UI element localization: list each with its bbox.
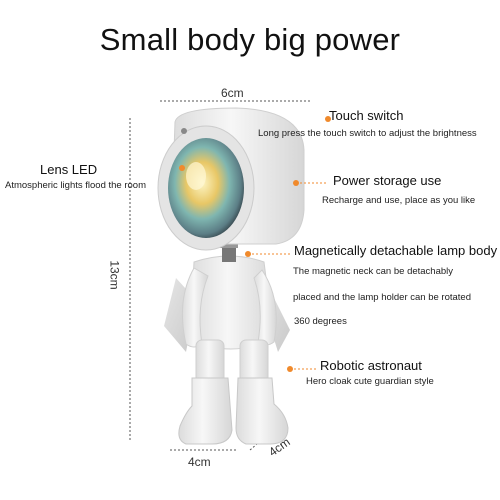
page-title: Small body big power xyxy=(99,22,401,57)
feature-desc-power-storage: Recharge and use, place as you like xyxy=(322,195,476,206)
dot-lens-led xyxy=(179,165,185,171)
callout-leaders xyxy=(248,182,326,370)
magnetic-neck xyxy=(222,246,236,262)
feature-desc-touch-switch: Long press the touch switch to adjust th… xyxy=(258,128,477,139)
boot-right xyxy=(235,377,289,445)
height-dim-label: 13cm xyxy=(107,260,122,290)
feature-desc-magnetic-line2: placed and the lamp holder can be rotate… xyxy=(293,292,471,303)
dot-touch-switch xyxy=(325,116,331,122)
feature-title-touch-switch: Touch switch xyxy=(329,108,404,123)
width-dim-label: 6cm xyxy=(221,86,244,100)
feature-title-power-storage: Power storage use xyxy=(333,173,442,188)
base-width-dim-label: 4cm xyxy=(188,455,211,469)
lens-led xyxy=(168,138,244,238)
feature-desc-astronaut: Hero cloak cute guardian style xyxy=(306,376,434,387)
feature-desc-magnetic-line1: The magnetic neck can be detachably xyxy=(293,266,454,277)
touch-switch-icon xyxy=(181,128,187,134)
feature-title-astronaut: Robotic astronaut xyxy=(320,358,422,373)
feature-desc-magnetic-line3: 360 degrees xyxy=(294,316,347,327)
feature-title-lens-led: Lens LED xyxy=(40,162,98,177)
feature-desc-lens-led: Atmospheric lights flood the room xyxy=(5,180,146,191)
boot-left xyxy=(178,377,233,445)
dimension-lines xyxy=(129,100,310,451)
arm-left xyxy=(181,267,209,348)
feature-title-magnetic: Magnetically detachable lamp body xyxy=(294,243,498,258)
